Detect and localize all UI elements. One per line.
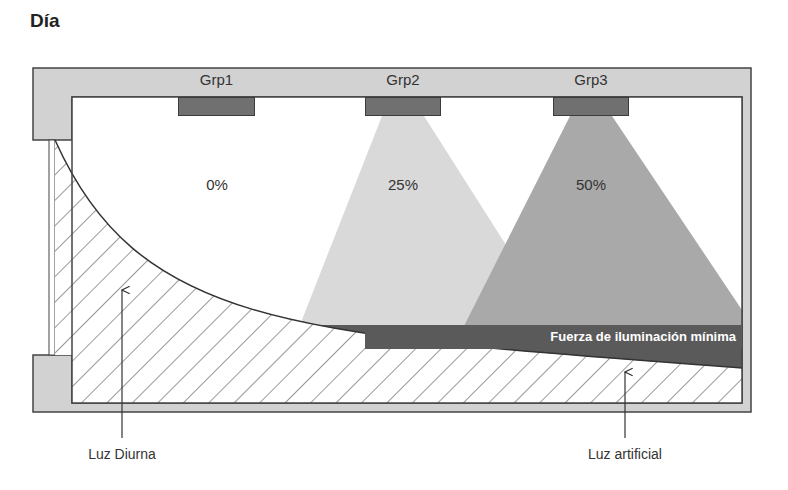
group-label: Grp2 [386,71,419,88]
band-label: Fuerza de iluminación mínima [550,329,736,344]
window [49,140,55,355]
percentage-label: 50% [576,176,606,193]
luminaire-group: Grp1 [178,97,255,116]
leader-line [121,290,122,438]
daylight-label: Luz Diurna [88,446,156,462]
diagram-title: Día [30,10,60,32]
room-inner-outline [72,97,742,403]
group-label: Grp3 [574,71,607,88]
group-label: Grp1 [200,71,233,88]
room-walls [33,68,751,412]
daylight-hatching [55,140,742,403]
luminaire-group: Grp3 [553,97,629,116]
daylight-curve [55,140,742,368]
percentage-label: 25% [388,176,418,193]
daylight-area [55,140,742,403]
artificial-light-label: Luz artificial [588,446,662,462]
leader-line [624,372,625,438]
luminaire-group: Grp2 [365,97,441,116]
light-cone [462,116,742,330]
percentage-label: 0% [206,176,228,193]
minimum-illuminance-band: Fuerza de iluminación mínima [365,325,742,349]
